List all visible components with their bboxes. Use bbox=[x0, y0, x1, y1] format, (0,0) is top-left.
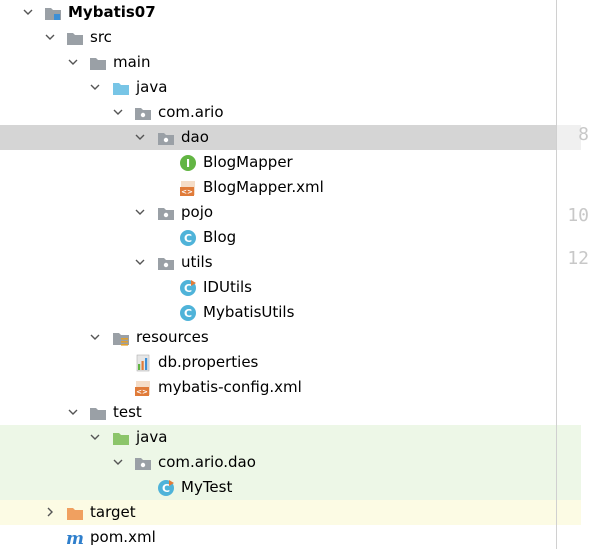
tree-row-test[interactable]: test bbox=[0, 400, 556, 425]
file-label-blog: Blog bbox=[203, 228, 237, 246]
chevron-down-icon[interactable] bbox=[67, 406, 79, 418]
line-number: 10 bbox=[567, 205, 589, 226]
folder-icon bbox=[90, 408, 106, 420]
file-label-blogmapper: BlogMapper bbox=[203, 153, 293, 171]
interface-icon: I bbox=[180, 155, 196, 171]
chevron-down-icon[interactable] bbox=[67, 56, 79, 68]
folder-label-src: src bbox=[90, 28, 112, 46]
file-label-pom: pom.xml bbox=[90, 528, 156, 546]
chevron-down-icon[interactable] bbox=[89, 331, 101, 343]
package-label: com.ario bbox=[158, 103, 224, 121]
folder-label-main: main bbox=[113, 53, 151, 71]
tree-row-package[interactable]: com.ario bbox=[0, 100, 556, 125]
tree-row-mybatisutils[interactable]: C MybatisUtils bbox=[0, 300, 556, 325]
folder-label-target: target bbox=[90, 503, 136, 521]
package-label-test: com.ario.dao bbox=[158, 453, 256, 471]
chevron-down-icon[interactable] bbox=[112, 106, 124, 118]
gutter-test-band bbox=[557, 425, 581, 500]
package-icon bbox=[158, 258, 174, 270]
svg-text:C: C bbox=[184, 307, 192, 320]
folder-label-java-test: java bbox=[136, 428, 168, 446]
tree-row-db-properties[interactable]: db.properties bbox=[0, 350, 556, 375]
svg-text:C: C bbox=[162, 482, 170, 495]
module-folder-icon bbox=[45, 8, 61, 20]
tree-row-project[interactable]: Mybatis07 bbox=[0, 0, 556, 25]
chevron-right-icon[interactable] bbox=[44, 506, 56, 518]
chevron-down-icon[interactable] bbox=[89, 431, 101, 443]
package-icon bbox=[135, 458, 151, 470]
editor-gutter: 8 10 12 bbox=[556, 0, 589, 549]
chevron-down-icon[interactable] bbox=[89, 81, 101, 93]
excluded-folder-icon bbox=[67, 508, 83, 520]
folder-label-test: test bbox=[113, 403, 142, 421]
svg-text:<>: <> bbox=[136, 388, 148, 396]
folder-icon bbox=[90, 58, 106, 70]
runnable-class-icon: C bbox=[180, 280, 196, 296]
chevron-down-icon[interactable] bbox=[44, 31, 56, 43]
tree-row-mytest[interactable]: C MyTest bbox=[0, 475, 556, 500]
project-tree: Mybatis07 src main java com.ario dao I B… bbox=[0, 0, 556, 550]
class-icon: C bbox=[180, 230, 196, 246]
tree-row-test-package[interactable]: com.ario.dao bbox=[0, 450, 556, 475]
line-number: 12 bbox=[567, 248, 589, 269]
test-source-folder-icon bbox=[113, 433, 129, 445]
tree-row-pojo[interactable]: pojo bbox=[0, 200, 556, 225]
tree-row-pom[interactable]: m pom.xml bbox=[0, 525, 556, 550]
package-icon bbox=[158, 133, 174, 145]
tree-row-main[interactable]: main bbox=[0, 50, 556, 75]
svg-text:I: I bbox=[186, 157, 190, 170]
svg-text:m: m bbox=[66, 529, 84, 549]
source-folder-icon bbox=[113, 83, 129, 95]
tree-row-target[interactable]: target bbox=[0, 500, 556, 525]
line-number: 8 bbox=[578, 124, 589, 145]
package-label-dao: dao bbox=[181, 128, 209, 146]
runnable-class-icon: C bbox=[158, 480, 174, 496]
tree-row-mybatis-config[interactable]: <> mybatis-config.xml bbox=[0, 375, 556, 400]
folder-icon bbox=[67, 33, 83, 45]
svg-text:<>: <> bbox=[181, 188, 193, 196]
tree-row-java-main[interactable]: java bbox=[0, 75, 556, 100]
file-label-db-properties: db.properties bbox=[158, 353, 259, 371]
tree-row-idutils[interactable]: C IDUtils bbox=[0, 275, 556, 300]
tree-row-blogmapper-xml[interactable]: <> BlogMapper.xml bbox=[0, 175, 556, 200]
package-label-pojo: pojo bbox=[181, 203, 214, 221]
project-name: Mybatis07 bbox=[68, 3, 156, 21]
tree-row-dao[interactable]: dao bbox=[0, 125, 556, 150]
svg-text:C: C bbox=[184, 232, 192, 245]
package-label-utils: utils bbox=[181, 253, 213, 271]
svg-text:C: C bbox=[184, 282, 192, 295]
chevron-down-icon[interactable] bbox=[134, 256, 146, 268]
file-label-mybatisutils: MybatisUtils bbox=[203, 303, 295, 321]
tree-row-src[interactable]: src bbox=[0, 25, 556, 50]
xml-file-icon: <> bbox=[135, 381, 150, 396]
file-label-mytest: MyTest bbox=[181, 478, 233, 496]
tree-row-blog[interactable]: C Blog bbox=[0, 225, 556, 250]
package-icon bbox=[135, 108, 151, 120]
maven-icon: m bbox=[66, 529, 84, 549]
file-label-blogmapper-xml: BlogMapper.xml bbox=[203, 178, 324, 196]
xml-file-icon: <> bbox=[180, 181, 195, 196]
gutter-highlight bbox=[557, 125, 581, 150]
chevron-down-icon[interactable] bbox=[22, 6, 34, 18]
tree-row-java-test[interactable]: java bbox=[0, 425, 556, 450]
class-icon: C bbox=[180, 305, 196, 321]
resources-folder-icon bbox=[113, 333, 129, 346]
tree-row-utils[interactable]: utils bbox=[0, 250, 556, 275]
file-label-idutils: IDUtils bbox=[203, 278, 252, 296]
chevron-down-icon[interactable] bbox=[112, 456, 124, 468]
chevron-down-icon[interactable] bbox=[134, 131, 146, 143]
file-label-mybatis-config: mybatis-config.xml bbox=[158, 378, 302, 396]
chevron-down-icon[interactable] bbox=[134, 206, 146, 218]
gutter-target-band bbox=[557, 500, 581, 525]
tree-row-resources[interactable]: resources bbox=[0, 325, 556, 350]
tree-row-blogmapper[interactable]: I BlogMapper bbox=[0, 150, 556, 175]
package-icon bbox=[158, 208, 174, 220]
folder-label-java: java bbox=[136, 78, 168, 96]
folder-label-resources: resources bbox=[136, 328, 209, 346]
properties-file-icon bbox=[136, 354, 150, 372]
